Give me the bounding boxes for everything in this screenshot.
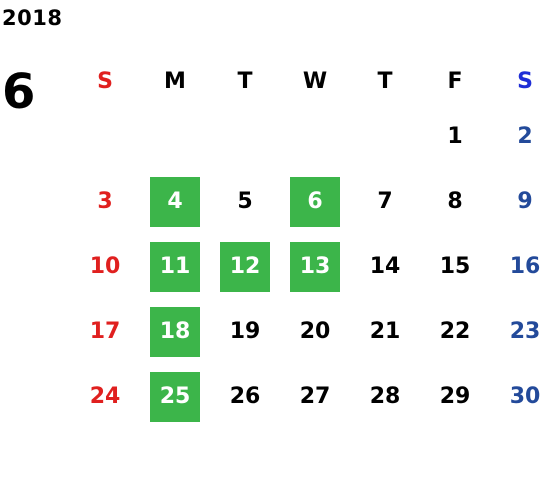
day-number: 24: [89, 384, 121, 409]
day-number: 16: [509, 254, 541, 279]
day-cell: [350, 104, 420, 169]
day-cell: 20: [280, 299, 350, 364]
day-number: 30: [509, 384, 541, 409]
day-cell: 2: [490, 104, 548, 169]
day-cell: 26: [210, 364, 280, 429]
day-number: 15: [439, 254, 471, 279]
day-cell: 9: [490, 169, 548, 234]
day-number: [290, 112, 340, 162]
day-cell: 1: [420, 104, 490, 169]
day-cell: 4: [140, 169, 210, 234]
day-number: [80, 112, 130, 162]
day-number: 2: [517, 124, 533, 149]
weekday-header-thursday: T: [377, 68, 393, 94]
day-number: 8: [447, 189, 463, 214]
weekday-header-wednesday: W: [302, 68, 328, 94]
day-number-highlighted: 11: [150, 241, 200, 292]
day-cell: 5: [210, 169, 280, 234]
day-cell: [140, 104, 210, 169]
day-cell: 16: [490, 234, 548, 299]
weekday-header-tuesday: T: [237, 68, 253, 94]
day-number-highlighted: 18: [150, 306, 200, 357]
day-cell: 8: [420, 169, 490, 234]
day-number: [360, 112, 410, 162]
day-number: 9: [517, 189, 533, 214]
day-number: 23: [509, 319, 541, 344]
day-cell: 6: [280, 169, 350, 234]
day-cell: [70, 104, 140, 169]
day-cell: [210, 104, 280, 169]
weekday-header-saturday: S: [517, 68, 533, 94]
day-number: 17: [89, 319, 121, 344]
day-cell: 25: [140, 364, 210, 429]
day-cell: 14: [350, 234, 420, 299]
day-number: 29: [439, 384, 471, 409]
calendar-year: 2018: [2, 6, 63, 30]
day-number: [150, 112, 200, 162]
day-number: 19: [229, 319, 261, 344]
day-cell: 27: [280, 364, 350, 429]
day-cell: 30: [490, 364, 548, 429]
day-cell: 18: [140, 299, 210, 364]
day-number: [220, 112, 270, 162]
day-number: 3: [97, 189, 113, 214]
day-number: 20: [299, 319, 331, 344]
day-cell: 19: [210, 299, 280, 364]
day-cell: 3: [70, 169, 140, 234]
calendar-grid: S M T W T F S 1 2 3 4 5 6 7 8 9 10 11 12…: [70, 58, 548, 429]
day-cell: 21: [350, 299, 420, 364]
day-cell: 28: [350, 364, 420, 429]
day-number: 5: [237, 189, 253, 214]
day-cell: 17: [70, 299, 140, 364]
day-number: 22: [439, 319, 471, 344]
day-cell: 22: [420, 299, 490, 364]
day-number: 7: [377, 189, 393, 214]
day-number: 1: [447, 124, 463, 149]
day-number-highlighted: 6: [290, 176, 340, 227]
day-number-highlighted: 13: [290, 241, 340, 292]
day-cell: 24: [70, 364, 140, 429]
day-number-highlighted: 12: [220, 241, 270, 292]
day-number: 27: [299, 384, 331, 409]
day-cell: 23: [490, 299, 548, 364]
day-cell: 7: [350, 169, 420, 234]
day-number-highlighted: 25: [150, 371, 200, 422]
day-cell: 12: [210, 234, 280, 299]
day-number: 14: [369, 254, 401, 279]
weekday-header-friday: F: [447, 68, 463, 94]
day-cell: 11: [140, 234, 210, 299]
day-number-highlighted: 4: [150, 176, 200, 227]
day-number: 26: [229, 384, 261, 409]
day-number: 28: [369, 384, 401, 409]
day-cell: [280, 104, 350, 169]
calendar-month: 6: [2, 64, 36, 120]
day-cell: 13: [280, 234, 350, 299]
day-number: 10: [89, 254, 121, 279]
day-cell: 10: [70, 234, 140, 299]
day-cell: 15: [420, 234, 490, 299]
weekday-header-sunday: S: [97, 68, 113, 94]
day-cell: 29: [420, 364, 490, 429]
weekday-header-monday: M: [164, 68, 186, 94]
day-number: 21: [369, 319, 401, 344]
